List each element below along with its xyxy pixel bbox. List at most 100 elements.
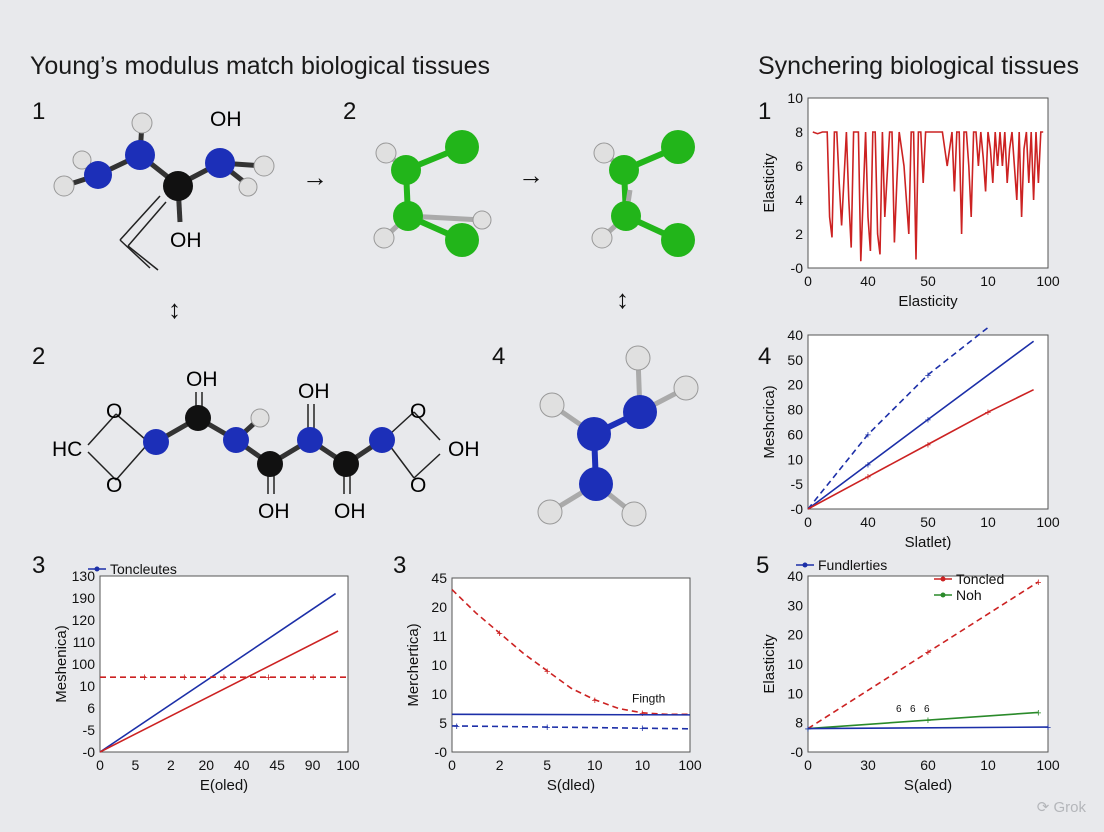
molecule-chain-diagram: HC O O OH OH OH OH O O OH	[52, 368, 480, 523]
chart_3b-ytick-label: 10	[431, 657, 447, 673]
m2-oh-4: OH	[334, 500, 366, 523]
panel-number-chart-3a: 3	[32, 552, 46, 579]
chart_5-annotation-1: 6	[910, 704, 916, 715]
chart_1-ytick-label: 10	[787, 90, 803, 106]
chart_3a-ytick-label: -0	[83, 744, 96, 760]
chart_4-ytick-label: 10	[787, 451, 803, 467]
chart_4-xlabel: Slatlet)	[905, 534, 952, 551]
chart_1-xlabel: Elasticity	[898, 293, 958, 310]
chart_3a-ylabel: Meshenica)	[53, 625, 70, 703]
chart_3a-ytick-label: 130	[72, 568, 96, 584]
molecule-3-green-diagram	[591, 130, 695, 257]
chart_4-series-2-marker-2: +	[985, 407, 991, 419]
chart_1-xtick-label: 50	[920, 273, 936, 289]
chart_3a-ytick-label: 100	[72, 656, 96, 672]
chart_5-ytick-label: 8	[795, 715, 803, 731]
chart_5-plot-area	[807, 575, 1049, 753]
chart_3a-ytick-label: 110	[73, 634, 96, 650]
chart_3a-legend-marker-0	[94, 566, 100, 572]
chart_3b-ytick-label: 11	[432, 628, 447, 644]
chart_3b-ylabel: Merchertica)	[405, 623, 422, 706]
chart_3b-series-0-marker-3: +	[639, 708, 645, 720]
chart_3a-xtick-label: 100	[336, 757, 360, 773]
chart_4-ytick-label: 20	[787, 377, 803, 393]
chart_3a-series-2-marker-4: +	[310, 672, 316, 684]
chart_5-legend-label-0: Fundlerties	[818, 557, 887, 573]
chart_3b-ytick-label: -0	[435, 744, 448, 760]
chart_4-ytick-label: 50	[787, 352, 803, 368]
chart_1-ytick-label: -0	[791, 260, 804, 276]
chart_4-series-0-marker-0: +	[865, 429, 871, 441]
chart_3a-xtick-label: 0	[96, 757, 104, 773]
chart_5-ylabel: Elasticity	[761, 634, 778, 694]
m2-oh-right: OH	[448, 438, 480, 461]
chart_5-ytick-label: 40	[787, 568, 803, 584]
grok-watermark: ⟳ Grok	[1037, 798, 1086, 816]
chart_5-ytick-label: 10	[787, 685, 803, 701]
chart_5-annotation-2: 6	[924, 704, 930, 715]
chart_3b-series-0-marker-2: +	[592, 695, 598, 707]
chart_3b-series-0-marker-1: +	[544, 666, 550, 678]
chart_5-xtick-label: 10	[980, 757, 996, 773]
chart_4-series-1-marker-0: +	[865, 459, 871, 471]
chart_3b-xtick-label: 10	[587, 757, 603, 773]
chart_4-ytick-label: -5	[791, 476, 804, 492]
chart_5-annotation-0: 6	[896, 704, 902, 715]
chart_4-series-1-line	[807, 340, 1035, 510]
panel-number-mol-2-top: 2	[343, 98, 357, 125]
chart_3b-ytick-label: 10	[431, 686, 447, 702]
chart_3a-ytick-label: 120	[72, 612, 96, 628]
chart_3a-xtick-label: 40	[234, 757, 250, 773]
chart_4-xtick-label: 10	[980, 514, 996, 530]
panel-number-mol-2-bottom: 2	[32, 343, 46, 370]
chart_5-ytick-label: -0	[791, 744, 804, 760]
m1-oh-bottom: OH	[170, 229, 202, 252]
chart_1-ylabel: Elasticity	[761, 153, 778, 213]
chart_4-ytick-label: 40	[787, 327, 803, 343]
chart_3a-ytick-label: -5	[83, 722, 96, 738]
right-title: Synchering biological tissues	[758, 52, 1080, 80]
watermark-text: Grok	[1053, 799, 1086, 816]
chart_5-series-1-marker-2: +	[1035, 707, 1041, 719]
chart_3a-xtick-label: 20	[198, 757, 214, 773]
chart_3b-xtick-label: 10	[635, 757, 651, 773]
chart_3b-series-1-line	[451, 713, 691, 716]
chart_3b-series-2-marker-0: +	[454, 721, 460, 733]
chart_1-xtick-label: 10	[980, 273, 996, 289]
m2-o-4: O	[410, 474, 426, 497]
chart_5-series-1-marker-0: +	[805, 724, 811, 736]
right-arrow-2: →	[518, 160, 544, 190]
panel-number-chart-1: 1	[758, 98, 772, 125]
chart_1-xtick-label: 100	[1036, 273, 1060, 289]
m1-oh-top: OH	[210, 108, 242, 131]
chart_4-ylabel: Meshcrica)	[761, 385, 778, 458]
chart_4-series-2-line	[807, 388, 1034, 510]
chart_1-ytick-label: 2	[795, 226, 803, 242]
panel-number-chart-4: 4	[758, 343, 772, 370]
chart_4-ytick-label: 60	[787, 426, 803, 442]
chart_3a-ytick-label: 10	[79, 678, 95, 694]
chart_5-ytick-label: 30	[787, 597, 803, 613]
molecule-1-diagram: OH OH	[53, 108, 275, 271]
chart_5-xtick-label: 0	[804, 757, 812, 773]
chart_3b-xtick-label: 0	[448, 757, 456, 773]
chart_3b-annotation: Fingth	[632, 691, 665, 705]
chart_3a-plot-area	[99, 575, 349, 753]
chart_5-series-2-line	[807, 726, 1049, 730]
updown-arrow-2: ↕	[616, 284, 629, 314]
right-arrow-1: →	[302, 162, 328, 192]
chart_3a-ytick-label: 190	[72, 590, 96, 606]
chart_3a-series-2-marker-0: +	[141, 672, 147, 684]
chart_5-series-2-marker-0: +	[805, 724, 811, 736]
chart_3a-series-0-line	[99, 592, 337, 753]
chart_3a-legend-label-0: Toncleutes	[110, 561, 177, 577]
chart_4-ytick-label: 80	[787, 402, 803, 418]
chart_5-series-1-marker-1: +	[925, 715, 931, 727]
chart_5-ytick-label: 20	[787, 627, 803, 643]
panel-number-mol-4: 4	[492, 343, 506, 370]
chart_3a-series-1-line	[99, 630, 339, 753]
